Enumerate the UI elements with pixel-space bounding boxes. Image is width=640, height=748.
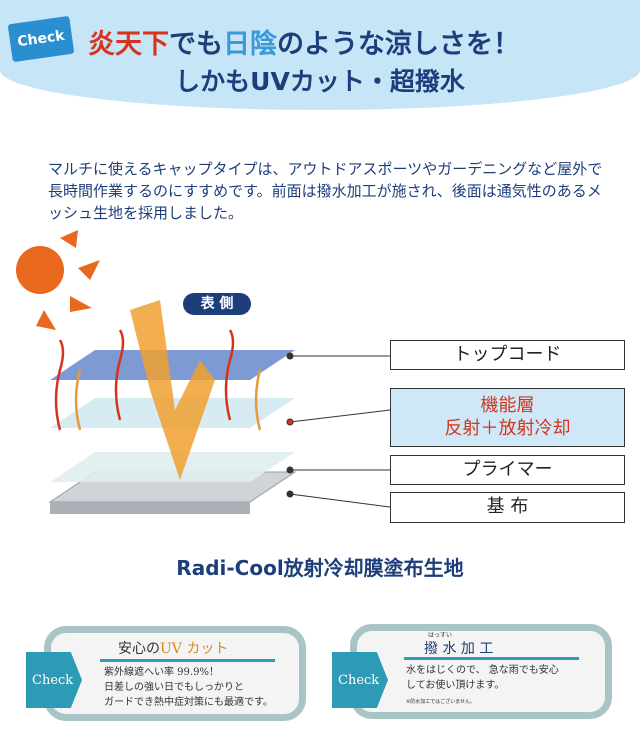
check-tag: Check <box>26 652 82 708</box>
headline-text: でも <box>169 29 223 60</box>
intro-text: マルチに使えるキャップタイプは、アウトドアスポーツやガーデニングなど屋外で長時間… <box>48 160 603 222</box>
sun-icon <box>16 230 100 330</box>
heat-arrows <box>54 329 262 431</box>
headline-text-2: のような涼しさを！ <box>277 29 520 60</box>
uv-card <box>44 626 306 721</box>
check-tag: Check <box>332 652 388 708</box>
functional-title: 機能層 <box>480 395 535 416</box>
label-functional-layer: 機能層反射＋放射冷却 <box>390 388 625 447</box>
headline-blue: 日陰 <box>223 29 277 60</box>
line: してお使い頂けます。 <box>406 680 505 691</box>
line: ガードでき熱中症対策にも最適です。 <box>104 697 273 708</box>
label-topcoat: トップコード <box>390 340 625 370</box>
headline: 炎天下でも日陰のような涼しさを！ <box>88 22 520 61</box>
divider <box>404 657 579 660</box>
layer-diagram <box>16 230 391 514</box>
line: 紫外線遮へい率 99.9%！ <box>104 667 219 678</box>
water-repellent-card <box>350 624 612 719</box>
divider <box>100 659 275 662</box>
ruby-text: はっすい <box>428 632 453 639</box>
uv-card-body: 紫外線遮へい率 99.9%！ 日差しの強い日でもしっかりとガードでき熱中症対策にも… <box>104 665 273 710</box>
water-card-title: 撥 水 加 工 <box>424 641 494 657</box>
front-side-label: 表 側 <box>183 293 251 315</box>
layer-primer <box>50 452 295 482</box>
water-card-body: 水をはじくので、 急な雨でも安心してお使い頂けます。 <box>406 663 559 693</box>
label-primer: プライマー <box>390 455 625 485</box>
line: 日差しの強い日でもしっかりと <box>104 682 244 693</box>
sunlight-arrow <box>130 300 215 480</box>
note: ※防水加工ではございません。 <box>406 699 476 705</box>
leader-lines <box>286 352 391 508</box>
title-a: 安心の <box>118 641 160 657</box>
line: 水をはじくので、 急な雨でも安心 <box>406 665 559 676</box>
diagram-caption: Radi-Cool放射冷却膜塗布生地 <box>176 556 464 580</box>
headline-red: 炎天下 <box>88 29 169 60</box>
label-substrate: 基 布 <box>390 492 625 523</box>
subheadline: しかもUVカット・超撥水 <box>175 67 465 96</box>
layer-topcoat <box>50 350 295 380</box>
title-b: UV カット <box>160 641 229 657</box>
header-band <box>0 0 640 110</box>
uv-card-title: 安心のUV カット <box>118 638 228 658</box>
functional-desc: 反射＋放射冷却 <box>444 418 571 439</box>
